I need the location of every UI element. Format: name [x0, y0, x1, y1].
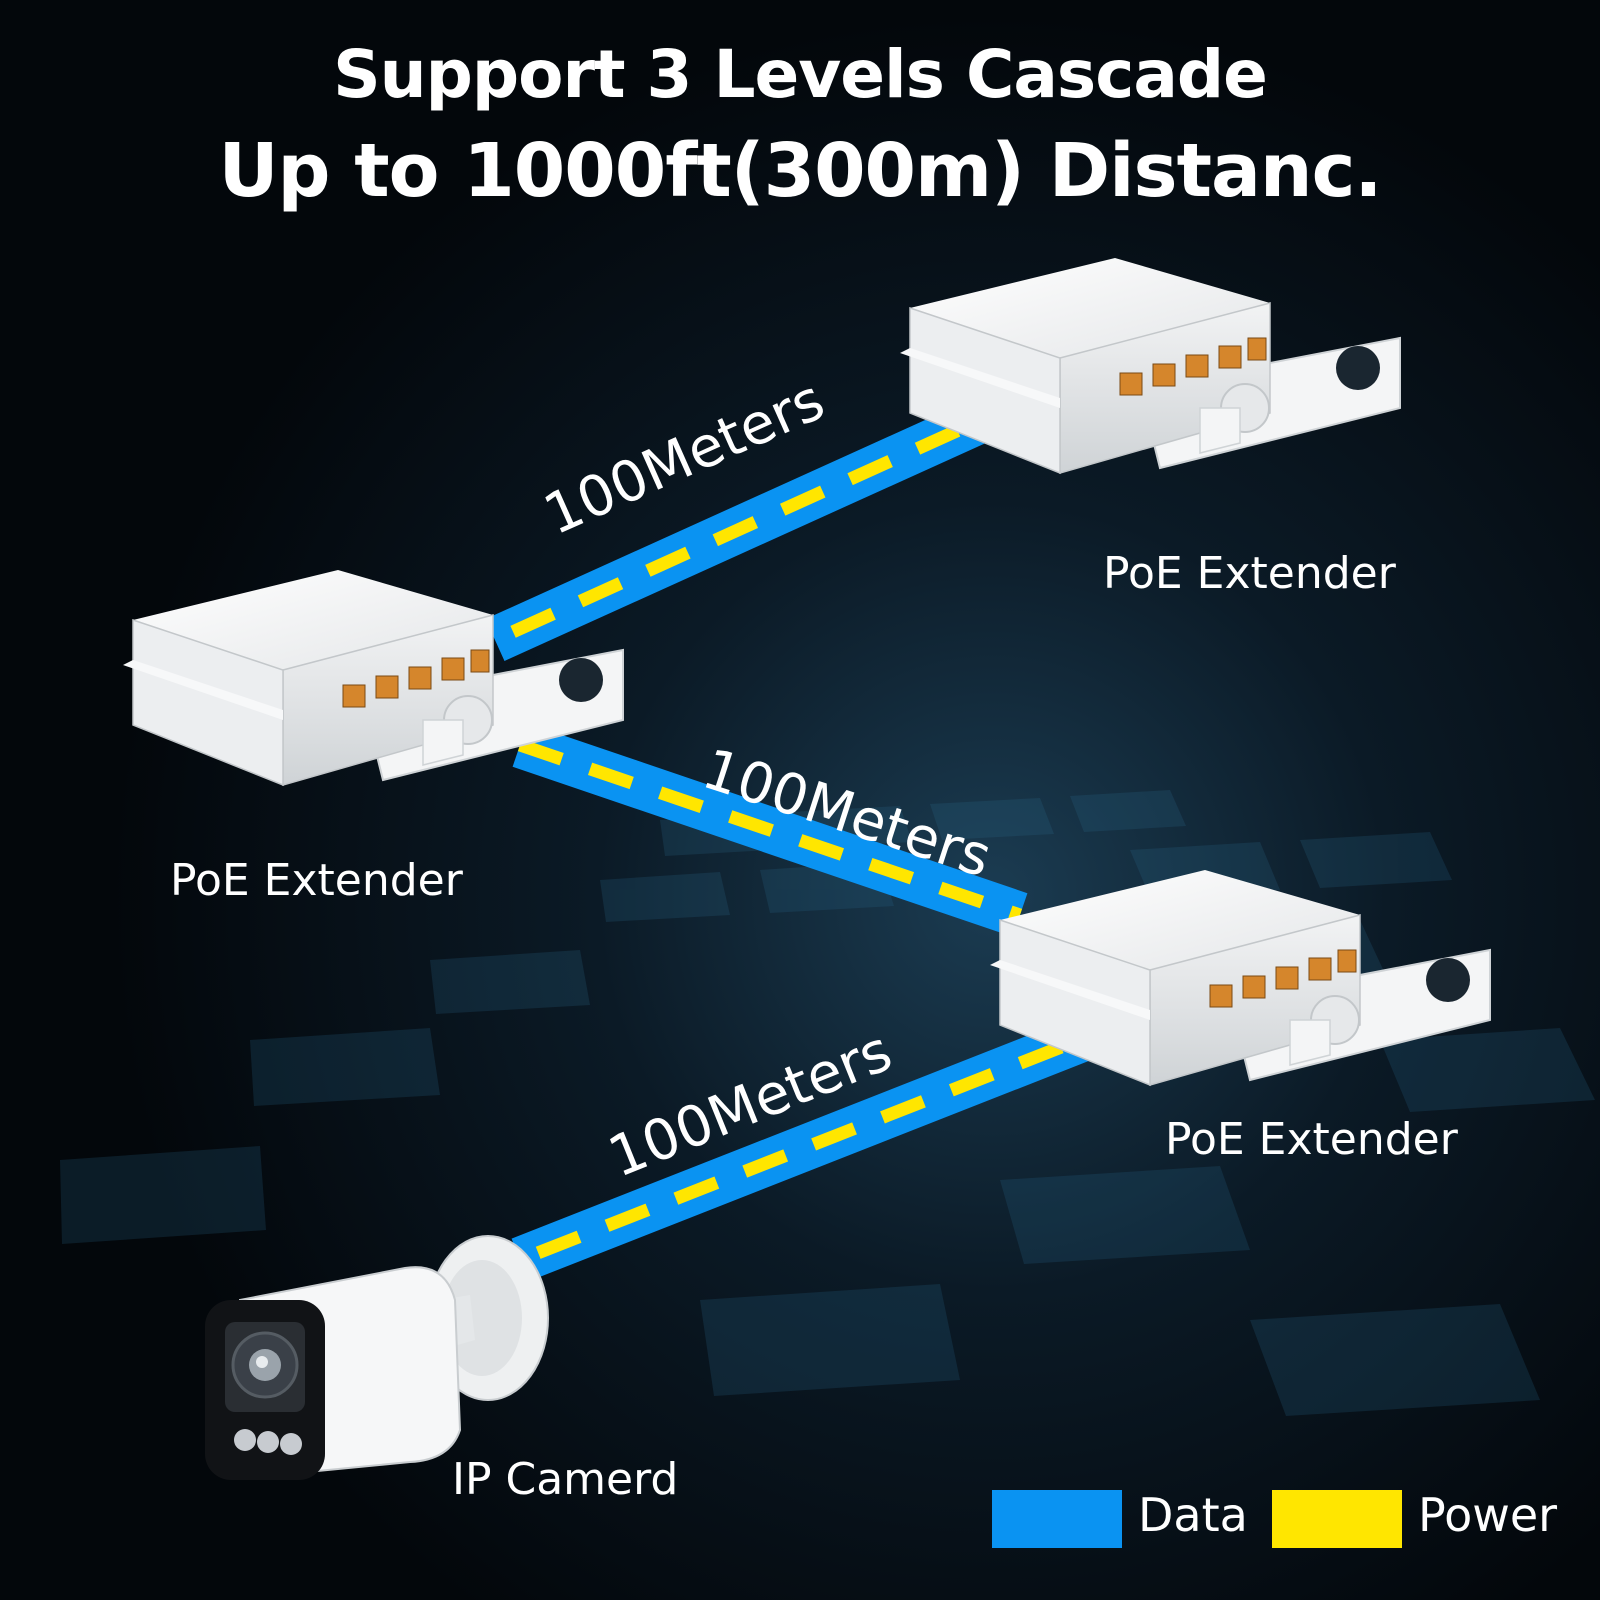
poe-extender-icon: [123, 570, 624, 787]
poe-extender-icon: [990, 870, 1491, 1087]
page-subtitle: Up to 1000ft(300m) Distanc.: [218, 128, 1382, 214]
ip-camera-icon: [205, 1235, 549, 1480]
legend-power-label: Power: [1418, 1488, 1558, 1542]
device-label-bottom-extender: PoE Extender: [1165, 1114, 1458, 1165]
cable-link-1: [485, 379, 1035, 661]
page-title: Support 3 Levels Cascade: [333, 36, 1268, 113]
cable-link-2: [512, 723, 1028, 937]
background-tiles: [60, 790, 1595, 1416]
legend-data-label: Data: [1138, 1488, 1248, 1542]
device-label-top-extender: PoE Extender: [1103, 548, 1396, 599]
legend-power-swatch: [1272, 1490, 1402, 1548]
legend-data-swatch: [992, 1490, 1122, 1548]
poe-extender-icon: [900, 258, 1401, 475]
device-label-ip-camera: IP Camerd: [452, 1454, 679, 1505]
cable-link-3: [511, 998, 1139, 1282]
device-label-left-extender: PoE Extender: [170, 855, 463, 906]
